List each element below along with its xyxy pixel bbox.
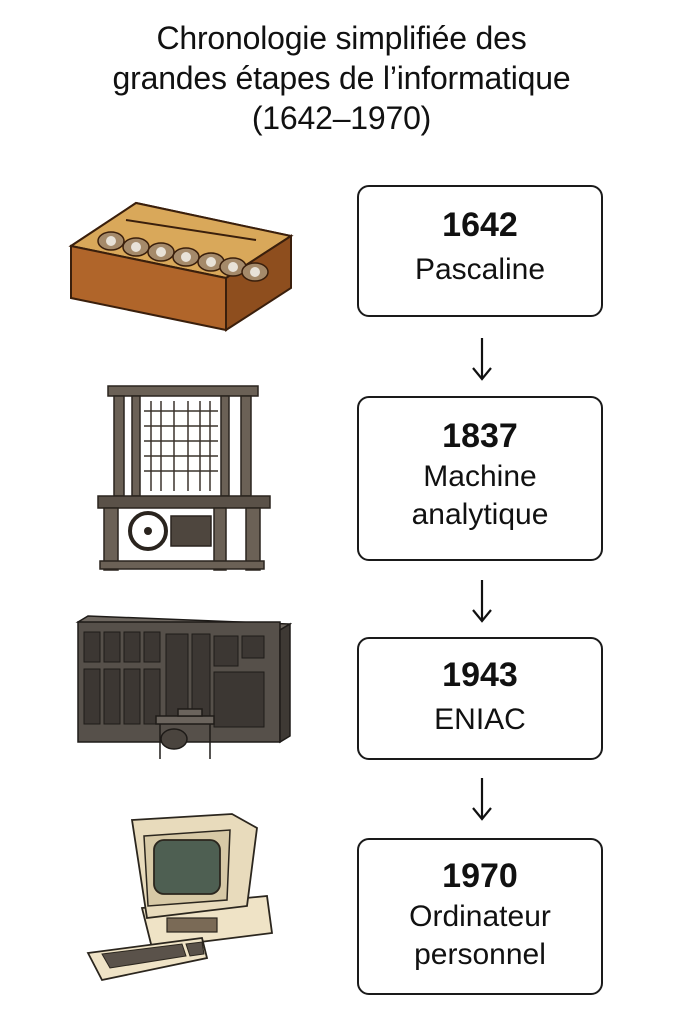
event-name-line-2: analytique bbox=[411, 498, 549, 531]
event-name-line-2: personnel bbox=[414, 938, 546, 971]
down-arrow-icon bbox=[472, 778, 492, 821]
event-year: 1642 bbox=[442, 206, 518, 244]
down-arrow-icon bbox=[472, 580, 492, 623]
timeline-box-1837: 1837 Machine analytique bbox=[357, 396, 603, 561]
event-year: 1837 bbox=[442, 417, 518, 455]
event-year: 1943 bbox=[442, 656, 518, 694]
event-name: ENIAC bbox=[434, 703, 526, 736]
analytical-engine-illustration bbox=[97, 385, 271, 571]
event-name-line-1: Machine bbox=[423, 460, 537, 493]
title-line-3: (1642–1970) bbox=[251, 100, 432, 136]
event-name-line-1: Ordinateur bbox=[409, 900, 551, 933]
timeline-box-1943: 1943 ENIAC bbox=[357, 637, 603, 760]
event-name: Pascaline bbox=[414, 253, 546, 286]
title-line-1: Chronologie simplifiée des bbox=[156, 20, 527, 56]
pascaline-calculator-illustration bbox=[68, 201, 294, 332]
timeline-box-1642: 1642 Pascaline bbox=[357, 185, 603, 317]
timeline-box-1970: 1970 Ordinateur personnel bbox=[357, 838, 603, 995]
eniac-computer-illustration bbox=[75, 615, 292, 759]
title-line-2: grandes étapes de l’informatique bbox=[112, 60, 571, 96]
event-year: 1970 bbox=[442, 857, 518, 895]
personal-computer-illustration bbox=[86, 813, 274, 982]
diagram-title: Chronologie simplifiée des grandes étape… bbox=[0, 18, 683, 138]
down-arrow-icon bbox=[472, 338, 492, 381]
